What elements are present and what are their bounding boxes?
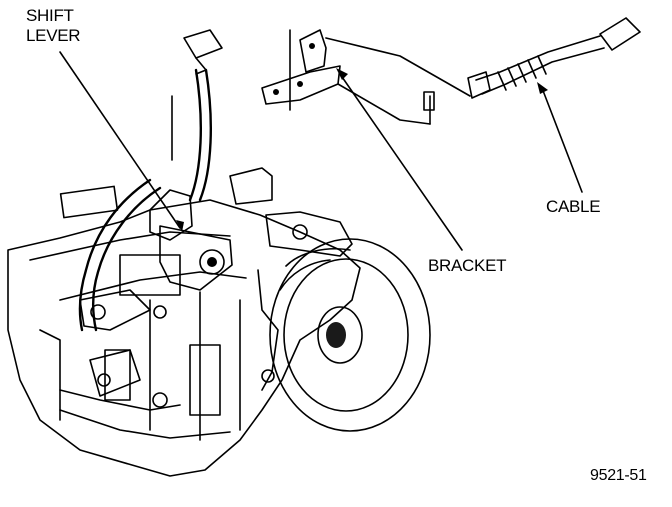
cable-boot (497, 55, 547, 91)
cable-label: CABLE (546, 197, 601, 216)
shift-lever-label-line1: SHIFT (26, 6, 74, 25)
leader-lines (59, 51, 583, 251)
transmission-case (7, 185, 361, 477)
valve-body (59, 167, 353, 411)
bracket-label: BRACKET (428, 256, 507, 275)
shift-bracket (171, 29, 341, 161)
figure-number: 9521-51 (590, 467, 647, 484)
shift-lever-label-line2: LEVER (26, 26, 81, 45)
dipstick-tube (78, 29, 223, 332)
shift-cable (325, 17, 641, 125)
torque-converter (269, 238, 431, 432)
shift-lever-label: SHIFT LEVER (26, 6, 81, 46)
